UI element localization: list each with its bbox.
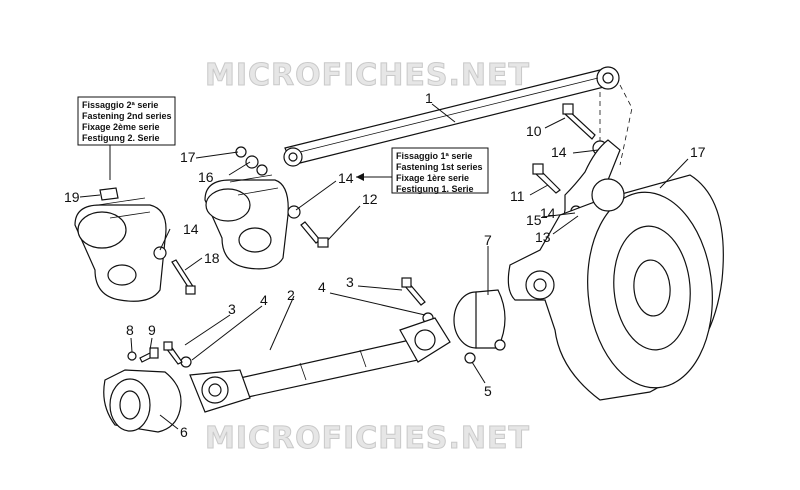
leader-lines bbox=[79, 103, 689, 430]
cover-7 bbox=[453, 289, 506, 351]
callout-1: 1 bbox=[425, 90, 433, 106]
callout-11: 11 bbox=[510, 188, 525, 204]
final-drive-housing bbox=[507, 174, 724, 401]
callout-14: 14 bbox=[540, 205, 556, 221]
note-line: Fixage 1ère serie bbox=[396, 173, 469, 183]
callout-4: 4 bbox=[260, 292, 268, 308]
callout-9: 9 bbox=[148, 322, 156, 338]
callout-14: 14 bbox=[338, 170, 354, 186]
drive-shaft-2 bbox=[189, 317, 451, 413]
washer-8 bbox=[127, 351, 137, 361]
arrow-icon bbox=[356, 173, 364, 181]
nut-5 bbox=[464, 352, 476, 364]
clamp-middle bbox=[204, 174, 289, 270]
note-line: Fastening 1st series bbox=[396, 162, 483, 172]
note-line: Fissaggio 1ª serie bbox=[396, 151, 472, 161]
note-box-1st-series: Fissaggio 1ª serie Fastening 1st series … bbox=[391, 147, 489, 194]
clamp-left bbox=[74, 197, 167, 302]
washer-14a bbox=[153, 246, 167, 260]
bolt-18 bbox=[171, 259, 196, 295]
note-line: Fastening 2nd series bbox=[82, 111, 172, 121]
callout-14: 14 bbox=[551, 144, 567, 160]
callout-17: 17 bbox=[180, 149, 196, 165]
watermark-bottom: MICROFICHES.NET bbox=[205, 421, 530, 456]
guide-line bbox=[619, 84, 633, 166]
callout-13: 13 bbox=[535, 229, 551, 245]
note-line: Fissaggio 2ª serie bbox=[82, 100, 158, 110]
callout-6: 6 bbox=[180, 424, 188, 440]
nut-19 bbox=[99, 187, 119, 201]
reaction-rod bbox=[283, 66, 620, 167]
callout-2: 2 bbox=[287, 287, 295, 303]
nut-16-17 bbox=[235, 146, 268, 176]
callout-3: 3 bbox=[228, 301, 236, 317]
callout-4: 4 bbox=[318, 279, 326, 295]
callout-17: 17 bbox=[690, 144, 706, 160]
callout-3: 3 bbox=[346, 274, 354, 290]
note-line: Festigung 2. Serie bbox=[82, 133, 160, 143]
bolt-11 bbox=[532, 163, 561, 194]
callout-18: 18 bbox=[204, 250, 220, 266]
callout-16: 16 bbox=[198, 169, 214, 185]
callout-12: 12 bbox=[362, 191, 378, 207]
callout-7: 7 bbox=[484, 232, 492, 248]
callout-5: 5 bbox=[484, 383, 492, 399]
note-box-2nd-series: Fissaggio 2ª serie Fastening 2nd series … bbox=[77, 96, 176, 146]
note-line: Festigung 1. Serie bbox=[396, 184, 474, 194]
bolt-3a bbox=[163, 341, 183, 365]
bolt-9 bbox=[139, 347, 159, 363]
callout-19: 19 bbox=[64, 189, 80, 205]
callout-10: 10 bbox=[526, 123, 542, 139]
bolt-10 bbox=[562, 103, 596, 140]
note-line: Fixage 2ème serie bbox=[82, 122, 160, 132]
bolt-12 bbox=[300, 221, 329, 248]
bolt-3b bbox=[401, 277, 426, 306]
callout-8: 8 bbox=[126, 322, 134, 338]
watermark-top: MICROFICHES.NET bbox=[205, 58, 530, 93]
callout-14: 14 bbox=[183, 221, 199, 237]
callout-15: 15 bbox=[526, 212, 542, 228]
